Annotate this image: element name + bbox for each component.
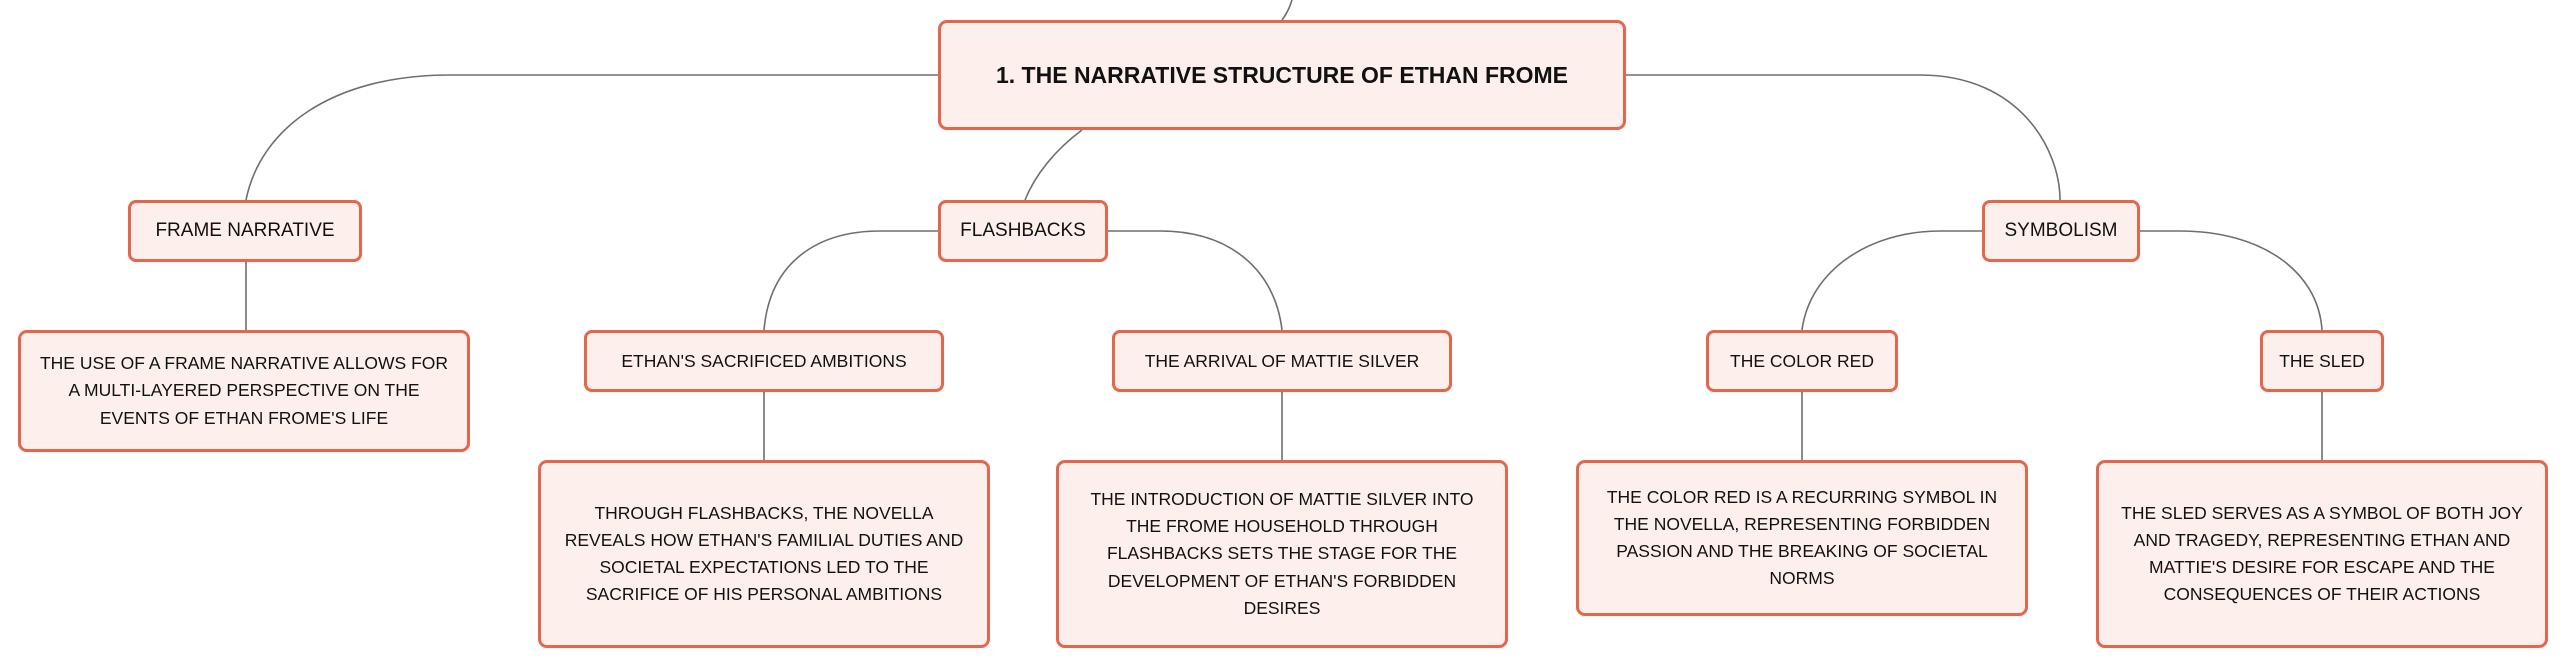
- sled-detail-node[interactable]: THE SLED SERVES AS A SYMBOL OF BOTH JOY …: [2096, 460, 2548, 648]
- sled-node[interactable]: THE SLED: [2260, 330, 2384, 392]
- symbolism-label: SYMBOLISM: [2004, 220, 2118, 241]
- frame-narrative-detail-node[interactable]: THE USE OF A FRAME NARRATIVE ALLOWS FOR …: [18, 330, 470, 452]
- flashbacks-label: FLASHBACKS: [960, 220, 1086, 241]
- sacrificed-ambitions-label: ETHAN'S SACRIFICED AMBITIONS: [621, 350, 907, 371]
- sacrificed-ambitions-detail-node[interactable]: THROUGH FLASHBACKS, THE NOVELLA REVEALS …: [538, 460, 990, 648]
- connector-flashbacks-ambitions: [763, 230, 938, 331]
- mattie-arrival-node[interactable]: THE ARRIVAL OF MATTIE SILVER: [1112, 330, 1452, 392]
- frame-narrative-node[interactable]: FRAME NARRATIVE: [128, 200, 362, 262]
- connector-root-parent: [1281, 0, 1293, 21]
- flashbacks-node[interactable]: FLASHBACKS: [938, 200, 1108, 262]
- mattie-arrival-detail-node[interactable]: THE INTRODUCTION OF MATTIE SILVER INTO T…: [1056, 460, 1508, 648]
- color-red-label: THE COLOR RED: [1730, 350, 1874, 371]
- color-red-node[interactable]: THE COLOR RED: [1706, 330, 1898, 392]
- root-topic-node[interactable]: 1. THE NARRATIVE STRUCTURE OF ETHAN FROM…: [938, 20, 1626, 130]
- root-topic-label: 1. THE NARRATIVE STRUCTURE OF ETHAN FROM…: [995, 61, 1569, 88]
- color-red-detail-node[interactable]: THE COLOR RED IS A RECURRING SYMBOL IN T…: [1576, 460, 2028, 616]
- sled-detail-text: THE SLED SERVES AS A SYMBOL OF BOTH JOY …: [2121, 502, 2523, 605]
- connector-root-flashbacks: [1024, 129, 1083, 201]
- sacrificed-ambitions-node[interactable]: ETHAN'S SACRIFICED AMBITIONS: [584, 330, 944, 392]
- frame-narrative-label: FRAME NARRATIVE: [155, 220, 335, 241]
- connector-root-symbolism: [1626, 74, 2061, 201]
- connector-flashbacks-mattie: [1108, 230, 1283, 331]
- symbolism-node[interactable]: SYMBOLISM: [1982, 200, 2140, 262]
- connector-root-frame: [245, 74, 938, 201]
- mattie-arrival-label: THE ARRIVAL OF MATTIE SILVER: [1144, 350, 1420, 371]
- connector-symbolism-sled: [2140, 230, 2323, 331]
- sacrificed-ambitions-detail-text: THROUGH FLASHBACKS, THE NOVELLA REVEALS …: [564, 502, 964, 605]
- connector-symbolism-red: [1801, 230, 1982, 331]
- frame-narrative-detail-text: THE USE OF A FRAME NARRATIVE ALLOWS FOR …: [39, 353, 449, 428]
- mattie-arrival-detail-text: THE INTRODUCTION OF MATTIE SILVER INTO T…: [1090, 489, 1474, 618]
- color-red-detail-text: THE COLOR RED IS A RECURRING SYMBOL IN T…: [1606, 486, 1998, 589]
- sled-label: THE SLED: [2279, 350, 2365, 371]
